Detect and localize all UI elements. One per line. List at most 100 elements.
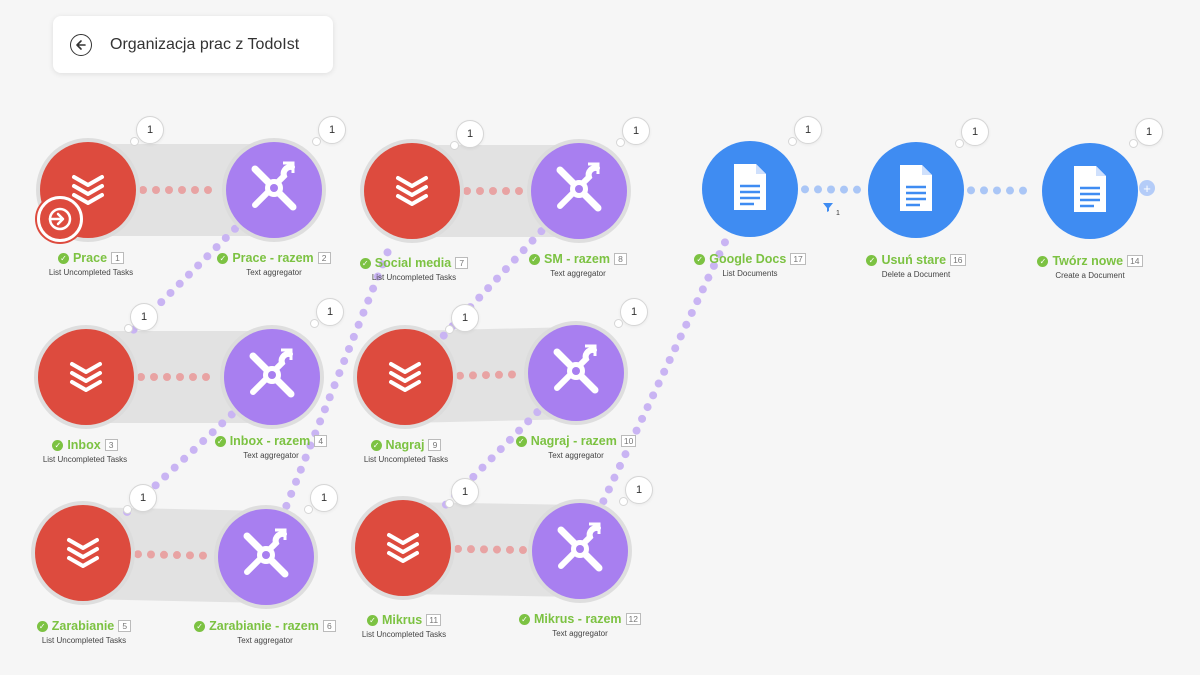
operation-count-bubble[interactable]: 1: [123, 484, 157, 514]
operation-count-bubble[interactable]: 1: [130, 116, 164, 146]
connection-dot: [163, 373, 171, 381]
success-check-icon: ✓: [366, 614, 378, 626]
scenario-header: Organizacja prac z TodoIst: [53, 16, 333, 73]
success-check-icon: ✓: [359, 257, 371, 269]
connection-dot: [800, 185, 809, 194]
module-name: Inbox: [67, 438, 101, 452]
connection-dot: [172, 551, 181, 560]
operation-count-bubble[interactable]: 1: [445, 304, 479, 334]
connection-dot: [638, 414, 647, 423]
trigger-start-icon[interactable]: [37, 196, 83, 242]
connection-dot: [839, 185, 848, 194]
module-id: 12: [625, 613, 641, 625]
todoist-icon: [385, 355, 425, 400]
connection-dot: [203, 252, 212, 261]
connection-dot: [687, 308, 696, 317]
module-social-media[interactable]: [364, 143, 460, 239]
operation-count-bubble[interactable]: 1: [450, 120, 484, 150]
gdocs-icon: [730, 162, 770, 217]
connection-dot: [378, 260, 387, 269]
filter-icon[interactable]: [822, 200, 834, 218]
operation-count-bubble[interactable]: 1: [614, 298, 648, 328]
connection-dot: [133, 550, 142, 559]
connection-dot: [306, 441, 315, 450]
module-zarabianie-razem[interactable]: [218, 509, 314, 605]
operation-count-bubble[interactable]: 1: [788, 116, 822, 146]
module-nagraj[interactable]: [357, 329, 453, 425]
module-google-docs[interactable]: [702, 141, 798, 237]
connection-dot: [194, 261, 203, 270]
module-action: Text aggregator: [237, 636, 293, 645]
module-name: Nagraj: [385, 438, 425, 452]
module-usun-stare[interactable]: [868, 142, 964, 238]
module-action: List Uncompleted Tasks: [48, 268, 134, 277]
connection-dot: [610, 473, 619, 482]
module-nagraj-razem[interactable]: [528, 325, 624, 421]
module-action: Text aggregator: [243, 451, 299, 460]
connection-dot: [455, 371, 464, 380]
module-action: List Uncompleted Tasks: [361, 630, 447, 639]
connection-dot: [231, 224, 240, 233]
success-check-icon: ✓: [694, 253, 706, 265]
module-inbox[interactable]: [38, 329, 134, 425]
connection-dot: [649, 391, 658, 400]
operation-count-bubble[interactable]: 1: [124, 303, 158, 333]
connection-dot: [296, 465, 305, 474]
module-name: Social media: [374, 256, 452, 270]
connection-dot: [654, 379, 663, 388]
module-zarabianie[interactable]: [35, 505, 131, 601]
module-sm-razem[interactable]: [531, 143, 627, 239]
arrow-right-circle-icon: [48, 207, 72, 231]
module-prace-razem[interactable]: [226, 142, 322, 238]
operation-count-bubble[interactable]: 1: [955, 118, 989, 148]
connection-dot: [533, 408, 542, 417]
add-module-button[interactable]: +: [1139, 180, 1155, 196]
connection-dot: [301, 453, 310, 462]
connection-dot: [813, 185, 822, 194]
connection-dot: [466, 545, 475, 554]
connection-dot: [202, 373, 210, 381]
success-check-icon: ✓: [370, 439, 382, 451]
operation-count-bubble[interactable]: 1: [310, 298, 344, 328]
connection-dot: [453, 544, 462, 553]
connection-dot: [340, 357, 349, 366]
operation-count-bubble[interactable]: 1: [619, 476, 653, 506]
connection-dot: [316, 417, 325, 426]
module-action: List Documents: [722, 269, 778, 278]
module-name: Usuń stare: [881, 253, 947, 267]
connection-dot: [502, 187, 510, 195]
operation-count-bubble[interactable]: 1: [445, 478, 479, 508]
module-mikrus-razem[interactable]: [532, 503, 628, 599]
operation-count-bubble[interactable]: 1: [616, 117, 650, 147]
module-mikrus[interactable]: [355, 500, 451, 596]
module-id: 17: [790, 253, 806, 265]
connection-dot: [519, 246, 528, 255]
back-button[interactable]: [70, 33, 92, 56]
connection-dot: [1018, 186, 1027, 195]
module-id: 3: [104, 439, 118, 451]
module-id: 7: [455, 257, 469, 269]
success-check-icon: ✓: [57, 252, 69, 264]
operation-count-bubble[interactable]: 1: [312, 116, 346, 146]
connection-dot: [704, 273, 713, 282]
todoist-icon: [383, 526, 423, 571]
connection-dot: [180, 454, 189, 463]
connection-dot: [496, 445, 505, 454]
connection-dot: [528, 236, 537, 245]
connection-dot: [979, 186, 988, 195]
todoist-icon: [68, 168, 108, 213]
module-inbox-razem[interactable]: [224, 329, 320, 425]
connection-dot: [335, 369, 344, 378]
connection-dot: [515, 187, 523, 195]
connection-dot: [159, 550, 168, 559]
connection-dot: [505, 545, 514, 554]
operation-count-bubble[interactable]: 1: [1129, 118, 1163, 148]
operation-count-bubble[interactable]: 1: [304, 484, 338, 514]
connection-dot: [349, 332, 358, 341]
module-tworz-nowe[interactable]: [1042, 143, 1138, 239]
